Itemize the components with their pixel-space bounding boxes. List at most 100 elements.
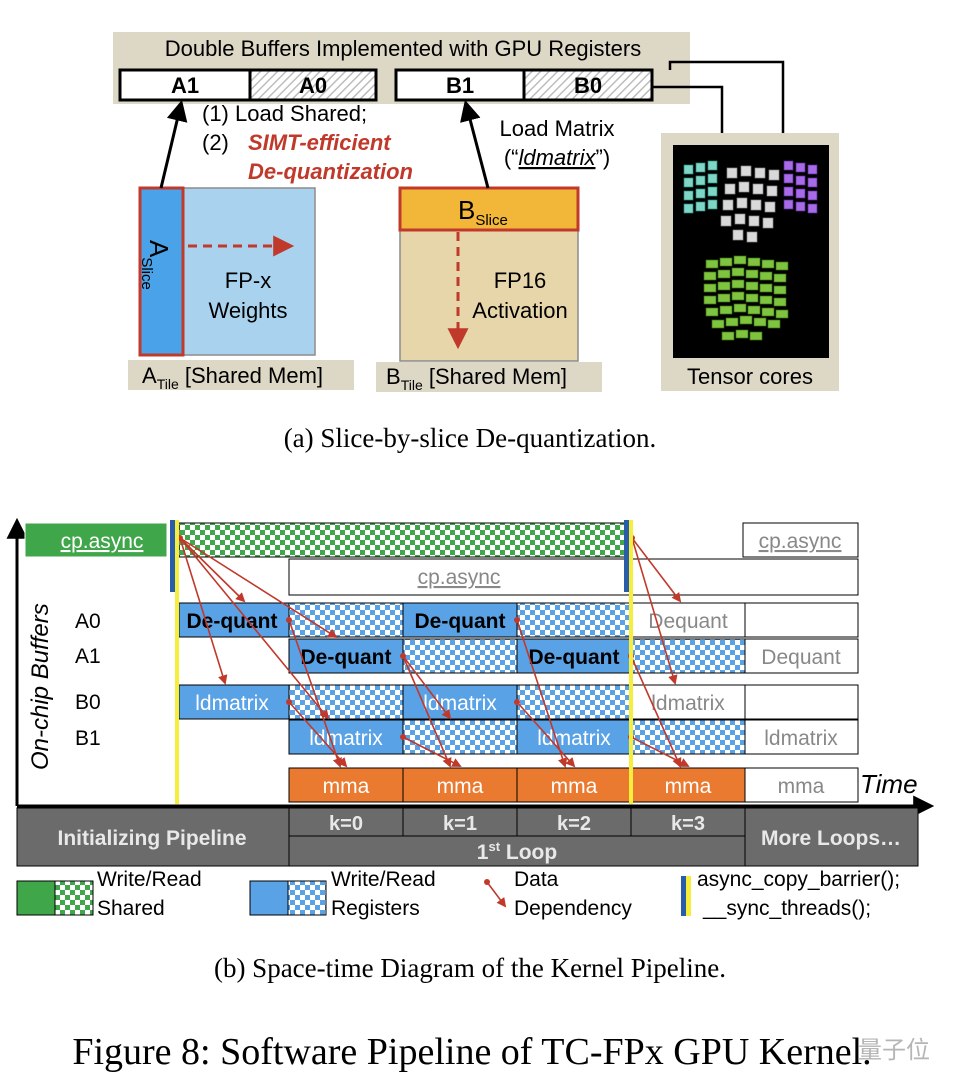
dequant-a0-next xyxy=(630,602,746,638)
a0-checker-2 xyxy=(516,602,632,638)
timeline-bar: Initializing Pipeline k=0 k=1 k=2 k=3 1s… xyxy=(16,807,919,867)
cp-async-first-label: cp.async xyxy=(61,530,144,553)
cp-async-first xyxy=(24,522,168,558)
mma-next-label: mma xyxy=(778,775,825,798)
a1-checker-2 xyxy=(630,638,746,674)
legend-sync-icon xyxy=(681,876,691,916)
a0-checker-1 xyxy=(288,602,404,638)
buffer-b0-label: B0 xyxy=(574,73,602,98)
k1-label: k=1 xyxy=(443,813,477,835)
time-label: Time xyxy=(860,769,918,799)
row-label-a0: A0 xyxy=(75,610,101,633)
init-pipeline-label: Initializing Pipeline xyxy=(57,827,246,850)
ldmatrix-b1-k0-label: ldmatrix xyxy=(309,727,383,750)
row-label-b0: B0 xyxy=(75,691,101,714)
ldmatrix-b0-k1-label: ldmatrix xyxy=(423,692,497,715)
legend-sync-text-2: __sync_threads(); xyxy=(702,897,871,920)
sync-barrier-2 xyxy=(624,520,633,804)
buffer-to-tensor-arrows xyxy=(652,60,792,152)
legend-dep-text-1: Data xyxy=(514,868,559,891)
step-2-number: (2) xyxy=(202,130,229,155)
ldmatrix-b1-k0 xyxy=(288,719,404,755)
ldmatrix-b0-init xyxy=(178,684,290,720)
cp-async-row: cp.async cp.async cp.async xyxy=(24,522,859,596)
legend-shared-checker xyxy=(54,880,94,916)
dequant-a0-k1 xyxy=(402,602,518,638)
b1-checker-2 xyxy=(630,719,746,755)
fpx-label-2: Weights xyxy=(208,298,287,323)
double-buffer-title: Double Buffers Implemented with GPU Regi… xyxy=(165,36,641,61)
legend: Write/Read Shared Write/Read Registers D… xyxy=(16,868,900,920)
tensor-core-grid-icon xyxy=(683,160,818,341)
row-mma: mma mma mma mma mma xyxy=(288,767,859,803)
b-tile-caption: BTile [Shared Mem] xyxy=(386,364,567,393)
tensor-cores-label: Tensor cores xyxy=(687,364,813,389)
buffer-b1 xyxy=(394,68,526,102)
sync-barrier-1 xyxy=(170,520,179,804)
legend-sync-text-1: async_copy_barrier(); xyxy=(697,868,900,891)
row-label-b1: B1 xyxy=(75,727,101,750)
dequant-a0-k1-label: De-quant xyxy=(415,610,506,633)
ldmatrix-b1-next-label: ldmatrix xyxy=(764,727,838,750)
first-loop-label: 1st Loop xyxy=(477,839,557,864)
cp-async-mid-label: cp.async xyxy=(418,566,501,589)
buffer-a1 xyxy=(118,68,252,102)
k2-label: k=2 xyxy=(557,813,591,835)
y-axis-label: On-chip Buffers xyxy=(27,603,54,770)
double-buffer-panel: Double Buffers Implemented with GPU Regi… xyxy=(113,32,690,104)
k0-label: k=0 xyxy=(329,813,363,835)
mma-k3 xyxy=(630,767,746,803)
k3-label: k=3 xyxy=(671,813,705,835)
dequant-a0-init xyxy=(178,602,290,638)
mma-k2 xyxy=(516,767,632,803)
dequant-a1-k0-label: De-quant xyxy=(301,646,392,669)
mma-k1-label: mma xyxy=(437,775,484,798)
dequant-a1-k2-label: De-quant xyxy=(529,646,620,669)
buffer-a1-label: A1 xyxy=(171,73,199,98)
fp16-label-2: Activation xyxy=(472,298,567,323)
ldmatrix-b1-k2-label: ldmatrix xyxy=(537,727,611,750)
dequant-a0-next-label: Dequant xyxy=(648,610,728,633)
ldmatrix-b1-k2 xyxy=(516,719,632,755)
legend-reg-checker xyxy=(287,880,327,916)
arrow-a-to-a1 xyxy=(159,99,188,189)
ldmatrix-b0-next-label: ldmatrix xyxy=(651,692,725,715)
buffer-b0 xyxy=(522,68,654,102)
cp-async-right-label: cp.async xyxy=(759,530,842,553)
b0-checker-2 xyxy=(516,684,632,720)
mma-k3-label: mma xyxy=(665,775,712,798)
step-simt-line1: SIMT-efficient xyxy=(248,130,392,155)
b-slice-label: BSlice xyxy=(458,195,508,229)
b1-checker-1 xyxy=(402,719,518,755)
ldmatrix-b1-next xyxy=(744,719,859,755)
step-simt-line2: De-quantization xyxy=(248,159,413,184)
axes xyxy=(6,517,935,817)
legend-reg-solid xyxy=(249,880,289,916)
mma-k0 xyxy=(288,767,404,803)
dequant-a1-next xyxy=(744,638,859,674)
legend-reg-text-1: Write/Read xyxy=(331,868,436,891)
a-tile: ASlice FP-x Weights xyxy=(138,186,316,357)
a1-checker-1 xyxy=(402,638,518,674)
legend-dep-text-2: Dependency xyxy=(514,897,632,920)
cp-async-right xyxy=(742,522,859,558)
ldmatrix-b0-next xyxy=(630,684,746,720)
more-loops-label: More Loops… xyxy=(761,827,901,850)
mma-k0-label: mma xyxy=(323,775,370,798)
buffer-b1-label: B1 xyxy=(446,73,474,98)
a-tile-caption: ATile [Shared Mem] xyxy=(142,363,323,392)
legend-dependency-icon xyxy=(484,879,507,908)
b0-checker-1 xyxy=(288,684,404,720)
more-loops-bar xyxy=(744,807,919,867)
ldmatrix-b0-init-label: ldmatrix xyxy=(195,692,269,715)
b-tile: BSlice FP16 Activation xyxy=(398,186,580,362)
cp-async-mid xyxy=(288,558,859,596)
legend-shared-text-1: Write/Read xyxy=(97,868,202,891)
tensor-cores: Tensor cores xyxy=(661,133,839,391)
a-slice-label: ASlice xyxy=(138,240,174,290)
buffer-a0-label: A0 xyxy=(299,73,327,98)
watermark: 量子位 xyxy=(858,1037,930,1064)
arrow-b-to-b1 xyxy=(460,99,490,189)
load-matrix-label: Load Matrix xyxy=(500,116,615,141)
